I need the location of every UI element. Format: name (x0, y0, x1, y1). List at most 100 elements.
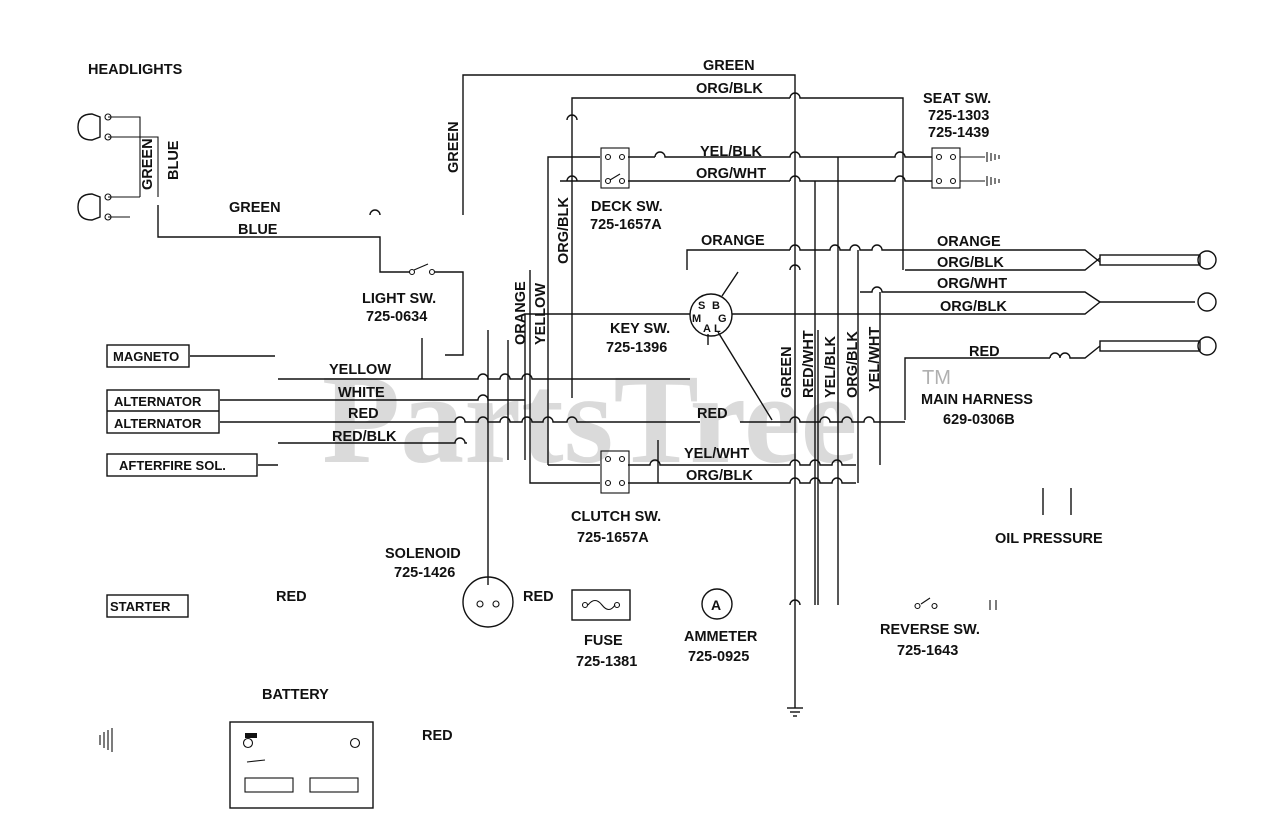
seat-sw-part-1: 725-1303 (928, 108, 989, 124)
headlight-lamp-bottom (77, 193, 112, 221)
alternator-label-2: ALTERNATOR (114, 416, 202, 431)
wire-label-red-harness: RED (969, 344, 1000, 360)
yel-blk-hop-1 (654, 151, 932, 158)
red-key-right (740, 416, 905, 423)
key-diag-bottom (717, 331, 773, 421)
wire-label-red-wht-bundle: RED/WHT (801, 330, 817, 398)
red-left-wire (220, 416, 700, 423)
solenoid-label: SOLENOID (385, 546, 461, 562)
solenoid-symbol (462, 576, 514, 628)
fuse-symbol (571, 589, 631, 621)
wire-labels: GREEN ORG/BLK YEL/BLK ORG/WHT ORANGE ORA… (140, 58, 1007, 744)
clutch-sw-part: 725-1657A (577, 530, 649, 546)
yel-blk-wire (547, 156, 600, 465)
main-harness-label: MAIN HARNESS (921, 392, 1033, 408)
wire-label-orange-key: ORANGE (701, 233, 765, 249)
hop-main-2 (789, 599, 801, 606)
ammeter-part: 725-0925 (688, 649, 749, 665)
harness-connector-2 (1100, 292, 1217, 312)
starter-label: STARTER (110, 599, 171, 614)
key-terminal-m: M (692, 313, 701, 325)
battery-symbol (229, 721, 374, 809)
wire-label-yel-wht-clutch: YEL/WHT (684, 446, 749, 462)
red-blk-left-wire (278, 437, 467, 444)
headlights-label: HEADLIGHTS (88, 62, 183, 78)
org-blk-top-hop (789, 92, 904, 270)
harness-connector-3 (1099, 336, 1217, 356)
key-switch-symbol: S B M G A L (689, 293, 733, 337)
wire-label-white-left: WHITE (338, 385, 385, 401)
light-sw-part: 725-0634 (366, 309, 427, 325)
headlight-lamp-top (77, 113, 112, 141)
wire-label-org-blk-harness-1: ORG/BLK (937, 255, 1004, 271)
ammeter-letter: A (711, 597, 721, 613)
seat-sw-label: SEAT SW. (923, 91, 991, 107)
seat-switch-symbol (931, 147, 961, 189)
afterfire-label: AFTERFIRE SOL. (119, 458, 226, 473)
watermark-tm: TM (922, 367, 951, 389)
fuse-label: FUSE (584, 633, 623, 649)
wire-label-yellow-left: YELLOW (329, 362, 391, 378)
seat-sw-part-2: 725-1439 (928, 125, 989, 141)
wire-label-headlight-blue: BLUE (166, 140, 182, 180)
key-terminal-g: G (718, 313, 727, 325)
ammeter-label: AMMETER (684, 629, 758, 645)
magneto-label: MAGNETO (113, 349, 179, 364)
wire-label-org-blk-top: ORG/BLK (696, 81, 763, 97)
wire-label-blue-light: BLUE (238, 222, 278, 238)
hop-left-1 (566, 114, 578, 121)
battery-ground (99, 728, 113, 752)
deck-switch-symbol (600, 147, 630, 189)
headlight-top-wire-2 (108, 136, 159, 197)
ammeter-symbol: A (701, 588, 733, 620)
light-sw-out (435, 271, 464, 356)
reverse-sw-symbol (914, 597, 997, 610)
org-blk-harness-1 (905, 257, 1101, 271)
key-sw-label: KEY SW. (610, 321, 670, 337)
reverse-sw-part: 725-1643 (897, 643, 958, 659)
starter-box: STARTER (106, 594, 189, 618)
clutch-sw-label: CLUTCH SW. (571, 509, 661, 525)
main-harness-part: 629-0306B (943, 412, 1015, 428)
hop-light (369, 209, 381, 216)
hop-left-2 (566, 175, 578, 182)
org-wht-hop (789, 175, 932, 182)
key-sw-part: 725-1396 (606, 340, 667, 356)
afterfire-box: AFTERFIRE SOL. (106, 453, 258, 477)
magneto-box: MAGNETO (106, 344, 190, 368)
solenoid-part: 725-1426 (394, 565, 455, 581)
wire-label-green-top: GREEN (703, 58, 755, 74)
wire-label-green-vertical: GREEN (446, 121, 462, 173)
clutch-switch-symbol (600, 450, 630, 494)
light-switch-symbol (408, 263, 436, 276)
orange-key-hop (789, 244, 1101, 263)
battery-label: BATTERY (262, 687, 329, 703)
watermark: PartsTree TM (322, 348, 951, 490)
hop-main-1 (789, 264, 801, 271)
wires (99, 74, 1217, 752)
wire-label-yellow-vertical: YELLOW (533, 283, 549, 345)
red-harness-end (1049, 345, 1101, 359)
fuse-part: 725-1381 (576, 654, 637, 670)
org-blk-harness-2 (795, 301, 1101, 315)
wire-label-red-solenoid: RED (523, 589, 554, 605)
wire-label-red-left: RED (348, 406, 379, 422)
blue-light-wire (157, 205, 410, 273)
deck-sw-label: DECK SW. (591, 199, 663, 215)
wire-label-org-blk-harness-2: ORG/BLK (940, 299, 1007, 315)
yellow-left-wire (278, 373, 690, 380)
key-terminal-a: A (703, 323, 711, 335)
org-wht-harness (860, 286, 1101, 303)
wire-label-yel-blk-bundle: YEL/BLK (823, 335, 839, 398)
wire-label-green-light: GREEN (229, 200, 281, 216)
watermark-text: PartsTree (322, 348, 857, 490)
seat-ground-1 (960, 152, 1000, 162)
wire-label-red-starter: RED (276, 589, 307, 605)
key-terminal-b: B (712, 300, 720, 312)
wire-label-headlight-green: GREEN (140, 138, 156, 190)
red-harness (904, 357, 1050, 420)
key-terminal-l: L (714, 323, 721, 335)
harness-connector-1 (1099, 250, 1217, 270)
wire-label-green-bundle: GREEN (779, 346, 795, 398)
